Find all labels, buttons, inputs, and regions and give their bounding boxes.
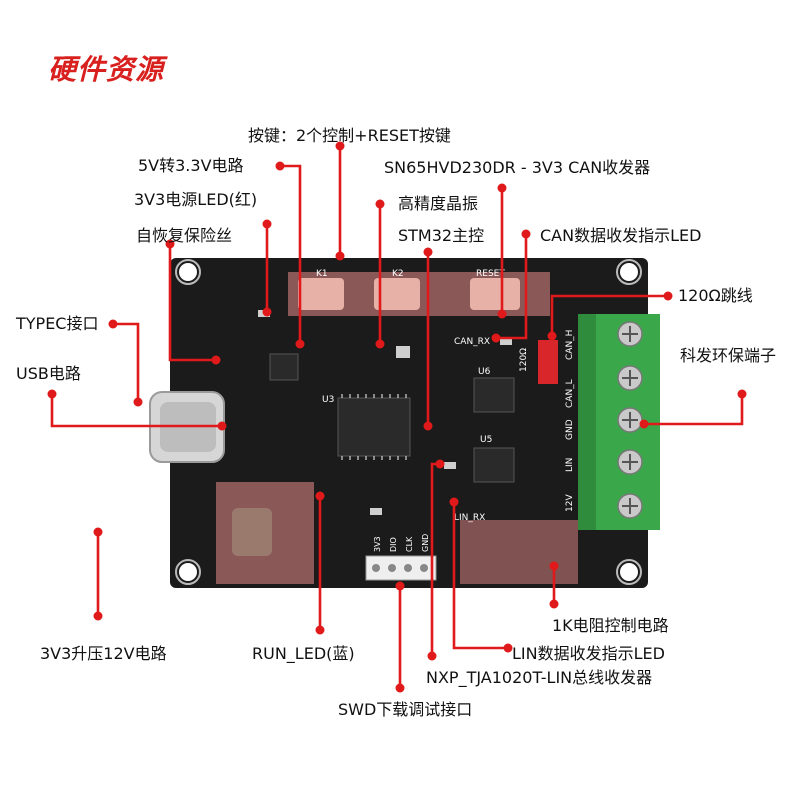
page-title: 硬件资源 (48, 53, 165, 86)
regulator-chip (269, 353, 299, 381)
label-power-led: 3V3电源LED(红) (134, 190, 258, 209)
can-led (500, 338, 512, 345)
silk-reset: RESET (476, 269, 505, 279)
run-led (370, 508, 382, 515)
label-buttons: 按键：2个控制+RESET按键 (248, 126, 451, 145)
label-lin-transceiver: NXP_TJA1020T-LIN总线收发器 (426, 668, 653, 687)
label-lin-led: LIN数据收发指示LED (512, 644, 665, 663)
silk-can-rx: CAN_RX (454, 337, 490, 347)
jumper-120 (538, 340, 558, 384)
silk-can-h: CAN_H (565, 330, 575, 360)
label-terminal: 科发环保端子 (680, 346, 777, 365)
silk-k1: K1 (316, 269, 328, 279)
lin-transceiver-chip (473, 447, 515, 483)
silk-12v: 12V (565, 494, 575, 512)
silk-u3: U3 (322, 395, 334, 405)
label-can-led: CAN数据收发指示LED (540, 226, 702, 245)
silk-swd-clk: CLK (405, 536, 414, 552)
silk-lin: LIN (565, 458, 575, 472)
label-run-led: RUN_LED(蓝) (252, 644, 355, 663)
lin-led (444, 462, 456, 469)
mounting-holes (175, 259, 642, 585)
silk-swd-3v3: 3V3 (373, 536, 382, 552)
label-swd: SWD下载调试接口 (338, 700, 473, 719)
silk-120: 120Ω (519, 348, 529, 372)
label-crystal: 高精度晶振 (398, 194, 479, 213)
label-typec: TYPEC接口 (16, 314, 99, 333)
button-k1 (298, 278, 344, 310)
can-transceiver-chip (473, 377, 515, 413)
label-5v-3v3: 5V转3.3V电路 (138, 156, 244, 175)
swd-header (365, 555, 437, 581)
silk-k2: K2 (392, 269, 404, 279)
label-1k-resistor: 1K电阻控制电路 (552, 616, 669, 635)
inductor (232, 508, 272, 556)
stm32-chip (337, 397, 411, 457)
silk-u6: U6 (478, 367, 491, 377)
silk-gnd: GND (565, 419, 575, 440)
silk-swd-dio: DIO (389, 537, 398, 552)
silk-lin-rx: LIN_RX (454, 513, 485, 523)
label-can-transceiver: SN65HVD230DR - 3V3 CAN收发器 (384, 158, 651, 177)
button-reset (470, 278, 520, 310)
leader-dots (47, 141, 747, 693)
silk-swd-gnd: GND (421, 534, 430, 552)
button-k2 (374, 278, 420, 310)
silk-u5: U5 (480, 435, 492, 445)
silk-can-l: CAN_L (565, 379, 575, 408)
label-mcu: STM32主控 (398, 226, 485, 245)
label-120-jumper: 120Ω跳线 (678, 286, 753, 305)
crystal-part (396, 346, 410, 358)
label-usb-circuit: USB电路 (16, 364, 81, 383)
label-fuse: 自恢复保险丝 (136, 226, 233, 245)
res1k-highlight (460, 520, 578, 584)
label-boost-12v: 3V3升压12V电路 (40, 644, 167, 663)
